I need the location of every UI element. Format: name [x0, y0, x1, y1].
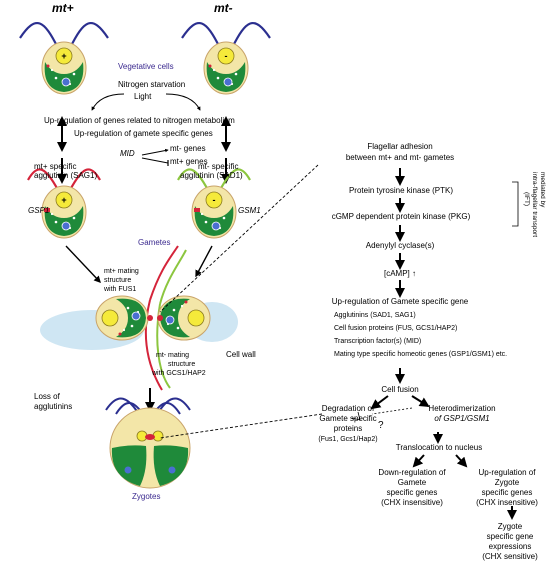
svg-text:+: + [61, 51, 66, 61]
label-camp: [cAMP] ↑ [383, 269, 416, 278]
label-cell-fusion: Cell fusion [381, 385, 419, 394]
label-upregulation-gamete: Up-regulation of gamete specific genes [74, 129, 213, 138]
label-upregulation-gamete-gene: Up-regulation of Gamete specific gene [331, 297, 469, 306]
label-loss-agglutinins-1: Loss of [34, 392, 60, 401]
label-mt-plus-genes: mt+ genes [170, 157, 208, 166]
label-mt-minus-mating-3: with GCS1/HAP2 [152, 370, 206, 377]
label-mt-plus-agglutinin-2: agglutinin (SAG1) [34, 171, 98, 180]
label-heterodimerization-2: of GSP1/GSM1 [434, 414, 490, 423]
vegetative-cell-mt-plus: + [19, 21, 109, 95]
label-zygote-expression-2: specific gene [486, 532, 534, 541]
label-down-regulation-3: specific genes [386, 488, 438, 497]
label-mt-minus-mating-2: structure [168, 361, 196, 368]
label-ift-note-1: mediated by [539, 172, 546, 208]
label-loss-agglutinins-2: agglutinins [34, 402, 73, 411]
label-ift-note-2: intra-flagellar transport [531, 172, 538, 238]
list-item-transcription: Transcription factor(s) (MID) [334, 338, 422, 345]
label-gsm1: GSM1 [238, 206, 261, 215]
label-ift-note-3: (IFT) [523, 192, 530, 207]
list-item-homeotic: Mating type specific homeotic genes (GSP… [334, 351, 508, 358]
label-degradation-2: Gamete specific [319, 414, 377, 423]
label-light: Light [134, 92, 152, 101]
label-translocation: Translocation to nucleus [395, 443, 483, 452]
label-mt-minus: mt- [214, 1, 233, 15]
svg-text:-: - [213, 195, 216, 205]
dashed-link-heterodimer [371, 407, 413, 415]
label-mt-plus-mating-1: mt+ mating [104, 268, 139, 275]
zygote [105, 397, 191, 489]
label-gametes: Gametes [138, 238, 171, 247]
label-up-regulation-zygote-4: (CHX insensitive) [476, 498, 538, 507]
dashed-link-degradation [159, 413, 323, 439]
label-zygotes: Zygotes [132, 492, 161, 501]
ift-bracket [512, 181, 519, 227]
gamete-mt-plus: + [27, 168, 101, 239]
label-mt-plus: mt+ [52, 1, 74, 15]
label-mt-minus-genes: mt- genes [170, 144, 206, 153]
label-nitrogen-starvation: Nitrogen starvation [118, 80, 186, 89]
label-down-regulation-4: (CHX insensitive) [381, 498, 443, 507]
label-mt-minus-agglutinin-1: mt- specific [198, 162, 239, 171]
label-adenylyl: Adenylyl cyclase(s) [365, 241, 435, 250]
label-mt-minus-agglutinin-2: agglutinin (SAD1) [180, 171, 243, 180]
label-up-regulation-zygote-3: specific genes [481, 488, 533, 497]
label-gsp1: GSP1 [28, 206, 50, 215]
label-flagellar-adhesion-1: Flagellar adhesion [367, 142, 433, 151]
label-upregulation-nitrogen: Up-regulation of genes related to nitrog… [44, 116, 235, 125]
label-degradation-1: Degradation of [321, 404, 375, 413]
label-up-regulation-zygote-2: Zygote [494, 478, 520, 487]
list-item-agglutinins: Agglutinins (SAD1, SAG1) [334, 312, 416, 319]
label-degradation-3: proteins [333, 424, 363, 433]
vegetative-cell-mt-minus: - [181, 21, 271, 95]
label-mid: MID [120, 149, 135, 158]
svg-text:-: - [225, 51, 228, 61]
mating-pair [95, 245, 211, 391]
label-mt-plus-mating-3: with FUS1 [104, 286, 137, 293]
label-down-regulation-2: Gamete [397, 478, 427, 487]
label-down-regulation-1: Down-regulation of [378, 468, 446, 477]
label-degradation-sub: (Fus1, Gcs1/Hap2) [318, 436, 378, 443]
label-cell-wall: Cell wall [226, 350, 256, 359]
label-heterodimerization-1: Heterodimerization [428, 404, 496, 413]
label-zygote-expression-3: expressions [488, 542, 532, 551]
label-mt-minus-mating-1: mt- mating [156, 352, 190, 359]
label-flagellar-adhesion-2: between mt+ and mt- gametes [345, 153, 455, 162]
label-ptk: Protein tyrosine kinase (PTK) [348, 186, 454, 195]
label-mt-plus-mating-2: structure [104, 277, 132, 284]
dashed-link-adhesion [159, 164, 319, 313]
gamete-mt-minus: - [177, 168, 251, 239]
label-zygote-expression-4: (CHX sensitive) [482, 552, 538, 561]
label-question: ? [378, 420, 384, 431]
label-pkg: cGMP dependent protein kinase (PKG) [331, 212, 471, 221]
svg-text:+: + [61, 195, 66, 205]
label-up-regulation-zygote-1: Up-regulation of [478, 468, 536, 477]
list-item-cell-fusion: Cell fusion proteins (FUS, GCS1/HAP2) [334, 325, 458, 332]
label-vegetative-cells: Vegetative cells [118, 62, 174, 71]
label-zygote-expression-1: Zygote [497, 522, 523, 531]
label-mt-plus-agglutinin-1: mt+ specific [34, 162, 77, 171]
